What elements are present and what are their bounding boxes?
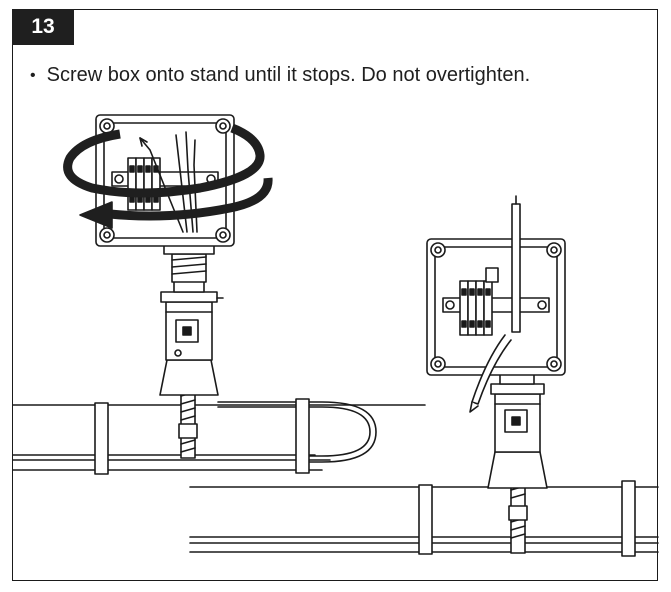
rotation-arrow-icon <box>63 123 273 229</box>
pipe-left <box>12 404 426 471</box>
step-number: 13 <box>31 15 55 38</box>
heating-cable-loop <box>217 401 377 463</box>
instruction-text: Screw box onto stand until it stops. Do … <box>46 64 531 86</box>
instruction-panel <box>12 9 658 581</box>
pipe-strap-icon <box>94 398 636 557</box>
terminal-block-icon <box>459 267 499 336</box>
heating-cable-loop-inner <box>217 406 371 457</box>
terminal-block-icon <box>127 157 161 211</box>
step-number-badge: 13 <box>12 9 74 45</box>
heating-cable-right <box>469 195 521 413</box>
bullet-icon: • <box>30 66 36 84</box>
stand-left <box>159 231 224 459</box>
instruction-line: • Screw box onto stand until it stops. D… <box>30 64 650 87</box>
